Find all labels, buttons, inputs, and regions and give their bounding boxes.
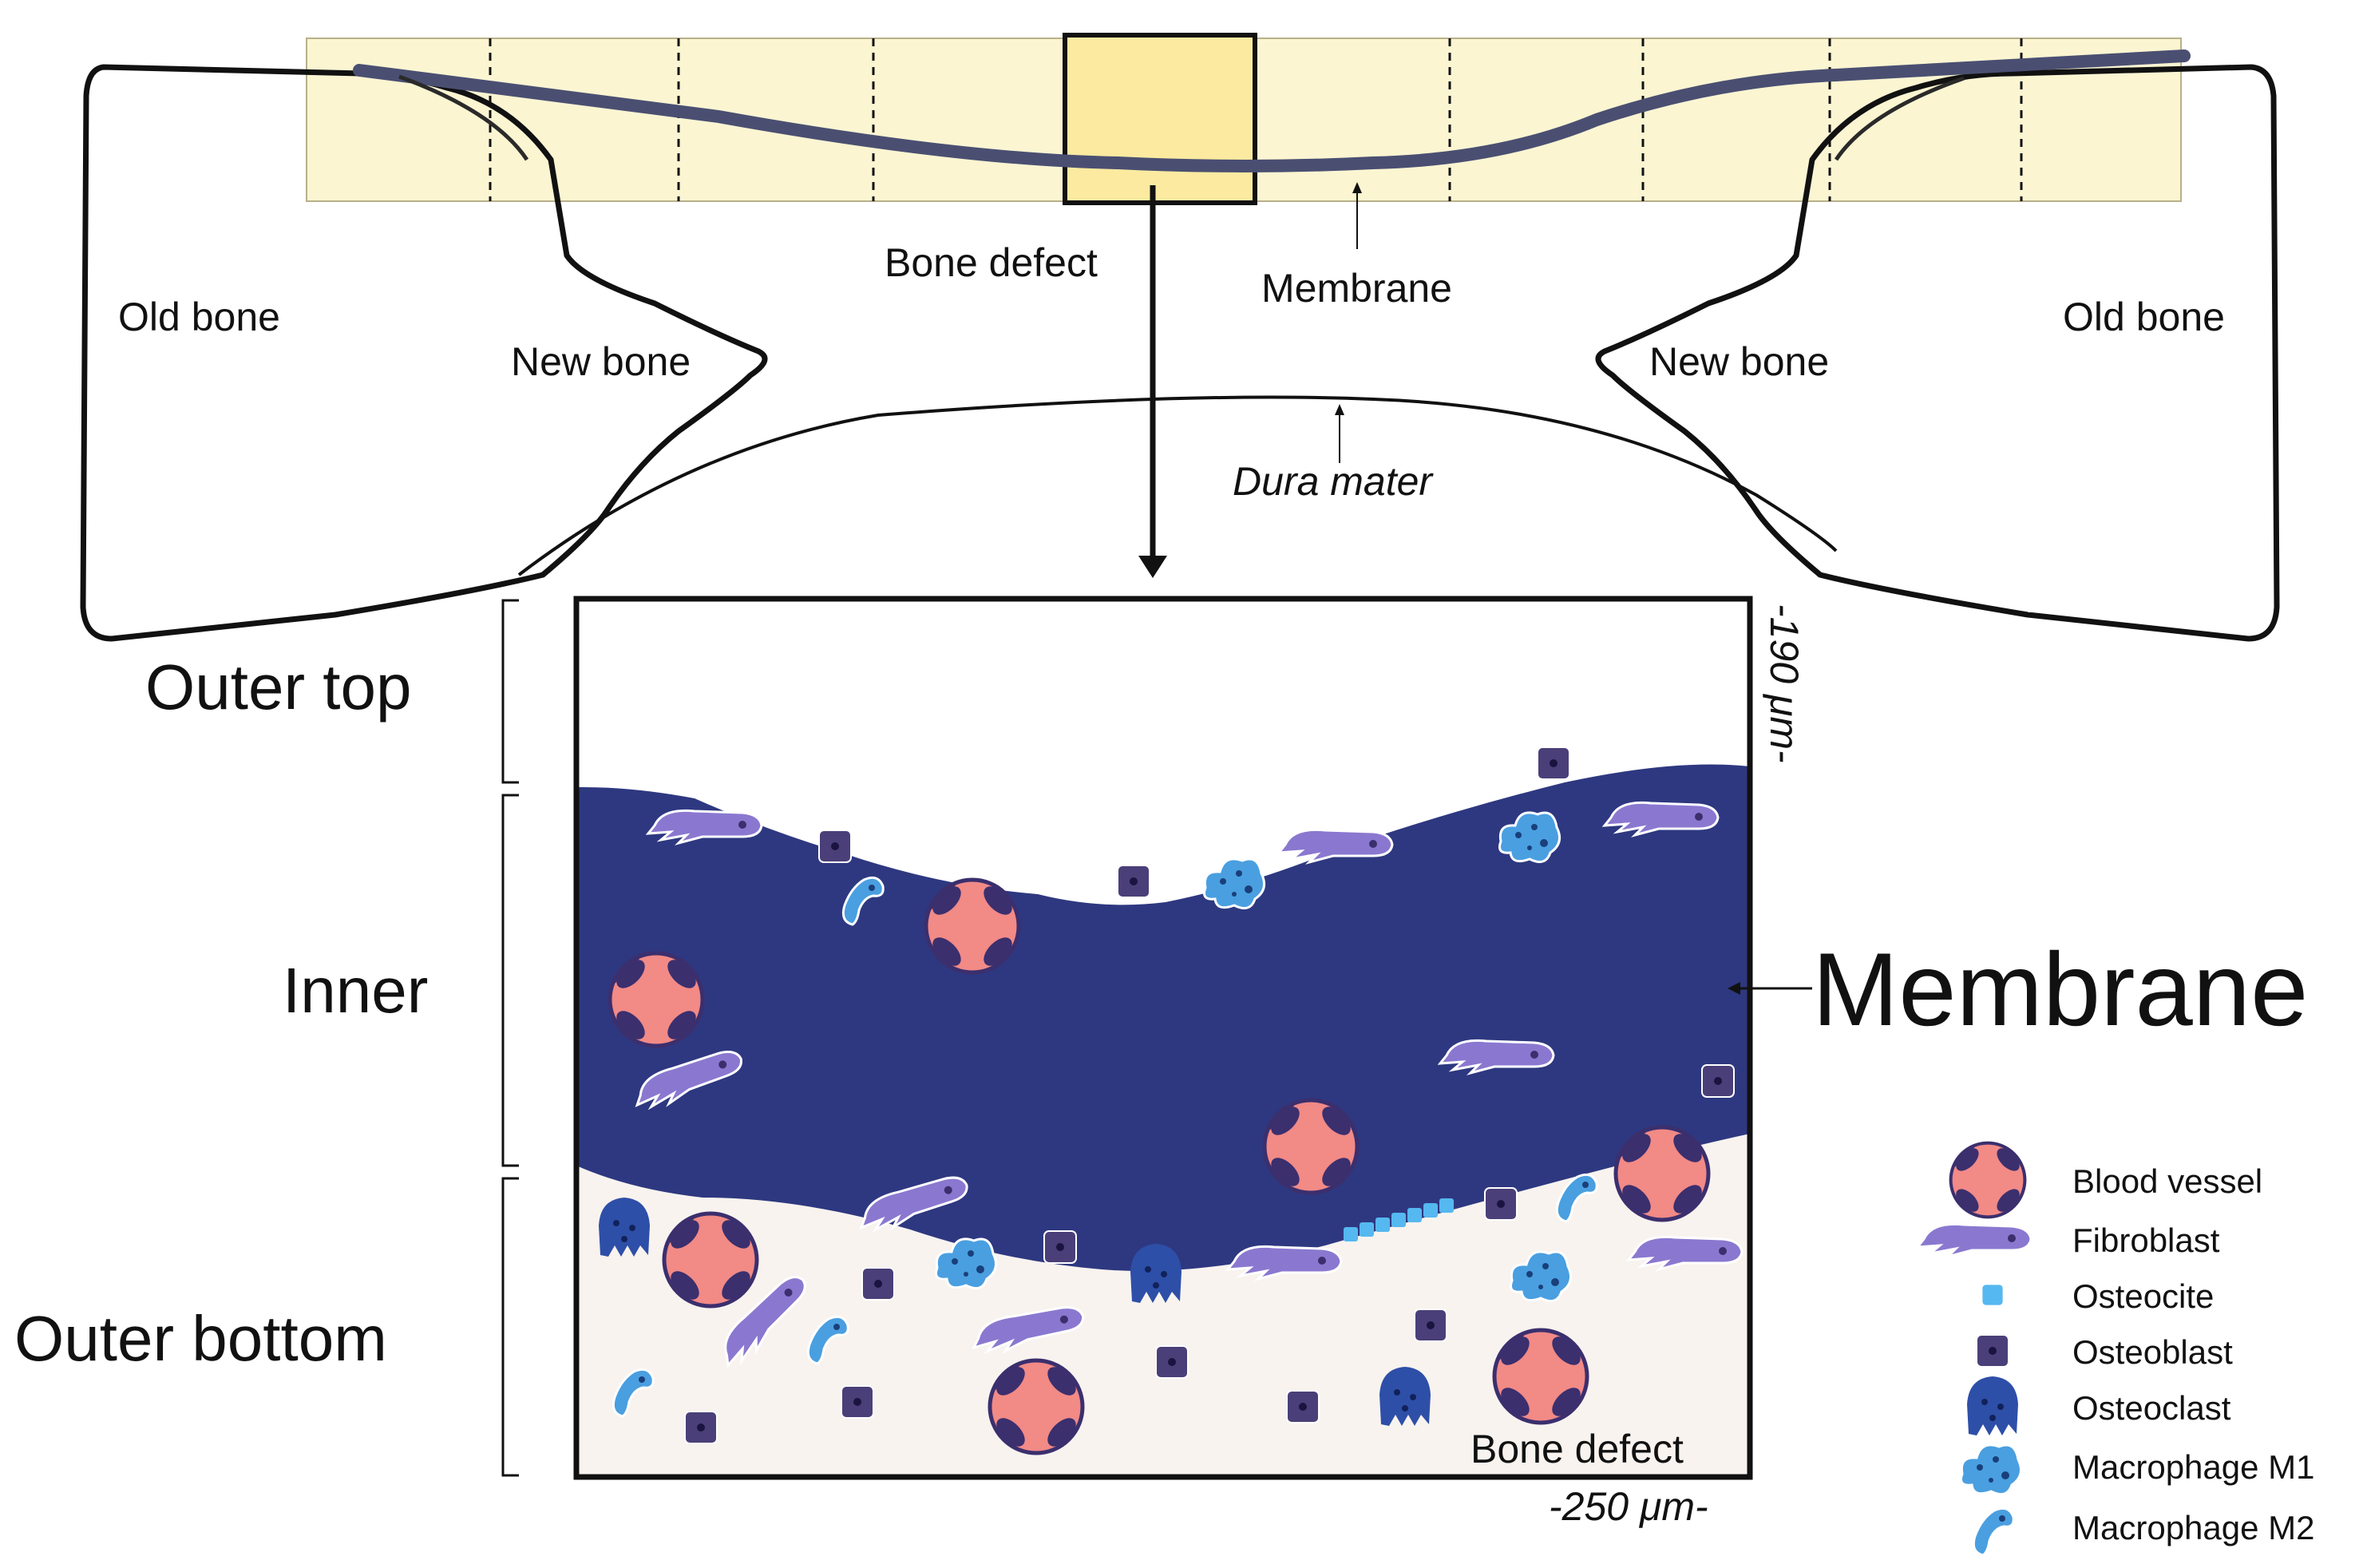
osteocyte-icon	[1982, 1285, 2003, 1305]
bone-defect-label: Bone defect	[885, 240, 1098, 285]
osteocyte	[1391, 1213, 1406, 1227]
overview: Old bone Old bone New bone New bone Bone…	[80, 33, 2280, 642]
blood-vessel	[1494, 1330, 1587, 1423]
scale-horizontal-label: -250 μm-	[1549, 1484, 1708, 1529]
membrane-label-top: Membrane	[1261, 266, 1452, 311]
osteoblast	[1117, 865, 1150, 898]
new-bone-left-label: New bone	[511, 339, 691, 384]
osteocyte	[1423, 1203, 1438, 1218]
osteocyte	[1375, 1218, 1390, 1232]
legend-label: Fibroblast	[2072, 1222, 2220, 1259]
osteocyte	[1439, 1198, 1454, 1213]
legend-label: Macrophage M1	[2072, 1448, 2315, 1486]
strip-dividers	[489, 38, 2023, 201]
blood-vessel	[610, 953, 703, 1046]
legend-label: Osteoclast	[2072, 1389, 2231, 1427]
bone-outline-right	[1595, 64, 2280, 642]
osteoblast	[841, 1385, 874, 1419]
new-bone-right-label: New bone	[1649, 339, 1829, 384]
blood-vessel-icon	[1951, 1143, 2025, 1218]
osteoblast	[1155, 1345, 1189, 1379]
region-brackets	[501, 599, 519, 1477]
legend: Blood vessel Fibroblast Osteocite Osteob…	[1916, 1143, 2315, 1557]
membrane-line	[353, 49, 2191, 172]
membrane-big-label: Membrane	[1812, 931, 2308, 1047]
osteocyte	[1344, 1227, 1358, 1241]
osteoblast	[1286, 1390, 1320, 1423]
osteoblast	[1484, 1187, 1518, 1221]
old-bone-right-label: Old bone	[2063, 295, 2225, 339]
osteoblast	[818, 830, 852, 863]
inset: Bone defect	[573, 596, 1753, 1480]
zoom-box	[1063, 33, 1257, 205]
osteoblast	[684, 1411, 718, 1444]
dura-mater-label: Dura mater	[1233, 459, 1434, 504]
osteocyte	[1407, 1208, 1422, 1222]
bone-defect-inset-label: Bone defect	[1470, 1427, 1684, 1471]
osteoblast-icon	[1976, 1334, 2009, 1368]
osteoclast-icon	[1967, 1376, 2018, 1435]
osteoblast	[1537, 746, 1570, 780]
old-bone-left-label: Old bone	[118, 295, 280, 339]
blood-vessel	[664, 1214, 757, 1306]
inner-label: Inner	[283, 955, 428, 1026]
fibroblast-icon	[1916, 1222, 2032, 1258]
bone-outline	[80, 64, 768, 642]
legend-label: Osteoblast	[2072, 1333, 2233, 1371]
blood-vessel	[1616, 1127, 1708, 1220]
macrophage-m1-icon	[1960, 1443, 2023, 1496]
outer-top-label: Outer top	[145, 651, 412, 723]
osteocyte	[1360, 1222, 1374, 1237]
legend-label: Osteocite	[2072, 1277, 2214, 1315]
scale-vertical-label: -190 μm-	[1762, 604, 1807, 763]
osteoblast	[1701, 1064, 1735, 1098]
osteoblast	[1414, 1309, 1447, 1342]
legend-label: Macrophage M2	[2072, 1509, 2315, 1546]
osteoblast	[861, 1267, 895, 1301]
blood-vessel	[926, 880, 1019, 972]
macrophage-m2-icon	[1972, 1507, 2015, 1557]
osteoblast	[1043, 1230, 1077, 1264]
blood-vessel	[1265, 1100, 1357, 1193]
legend-label: Blood vessel	[2072, 1162, 2262, 1200]
dura-mater-line	[517, 395, 1838, 576]
outer-bottom-label: Outer bottom	[14, 1303, 387, 1374]
blood-vessel	[990, 1360, 1083, 1453]
